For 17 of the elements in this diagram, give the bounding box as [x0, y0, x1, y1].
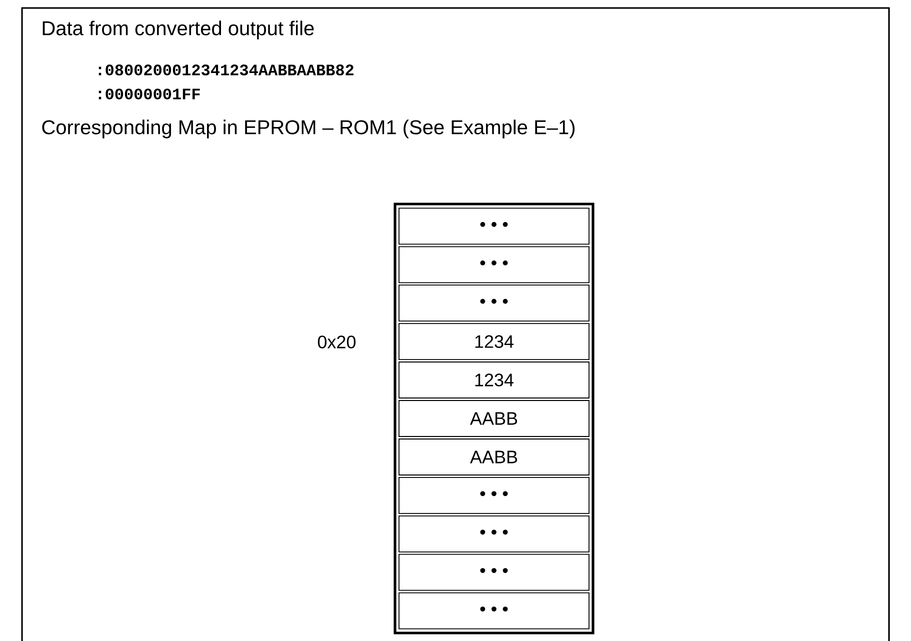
memory-cell: • • •: [398, 208, 590, 245]
memory-cell: • • •: [398, 476, 590, 514]
memory-cell: AABB: [398, 438, 590, 476]
memory-cell: AABB: [398, 400, 590, 437]
memory-cell: • • •: [398, 554, 590, 591]
heading: Data from converted output file: [42, 20, 314, 40]
code-line: :00000001FF: [98, 88, 200, 100]
memory-cell: • • •: [398, 284, 590, 322]
heading: Corresponding Map in EPROM – ROM1 (See Example E–1): [42, 120, 575, 138]
memory-cell: • • •: [398, 515, 590, 552]
code-line: :0800200012341234AABBAABB82: [98, 64, 354, 76]
address-label: 0x20: [318, 336, 356, 348]
memory-cell: 1234: [398, 362, 590, 398]
memory-map: [394, 202, 594, 634]
memory-cell: • • •: [398, 246, 590, 284]
memory-cell: • • •: [398, 592, 590, 630]
memory-cell: 1234: [398, 323, 590, 360]
